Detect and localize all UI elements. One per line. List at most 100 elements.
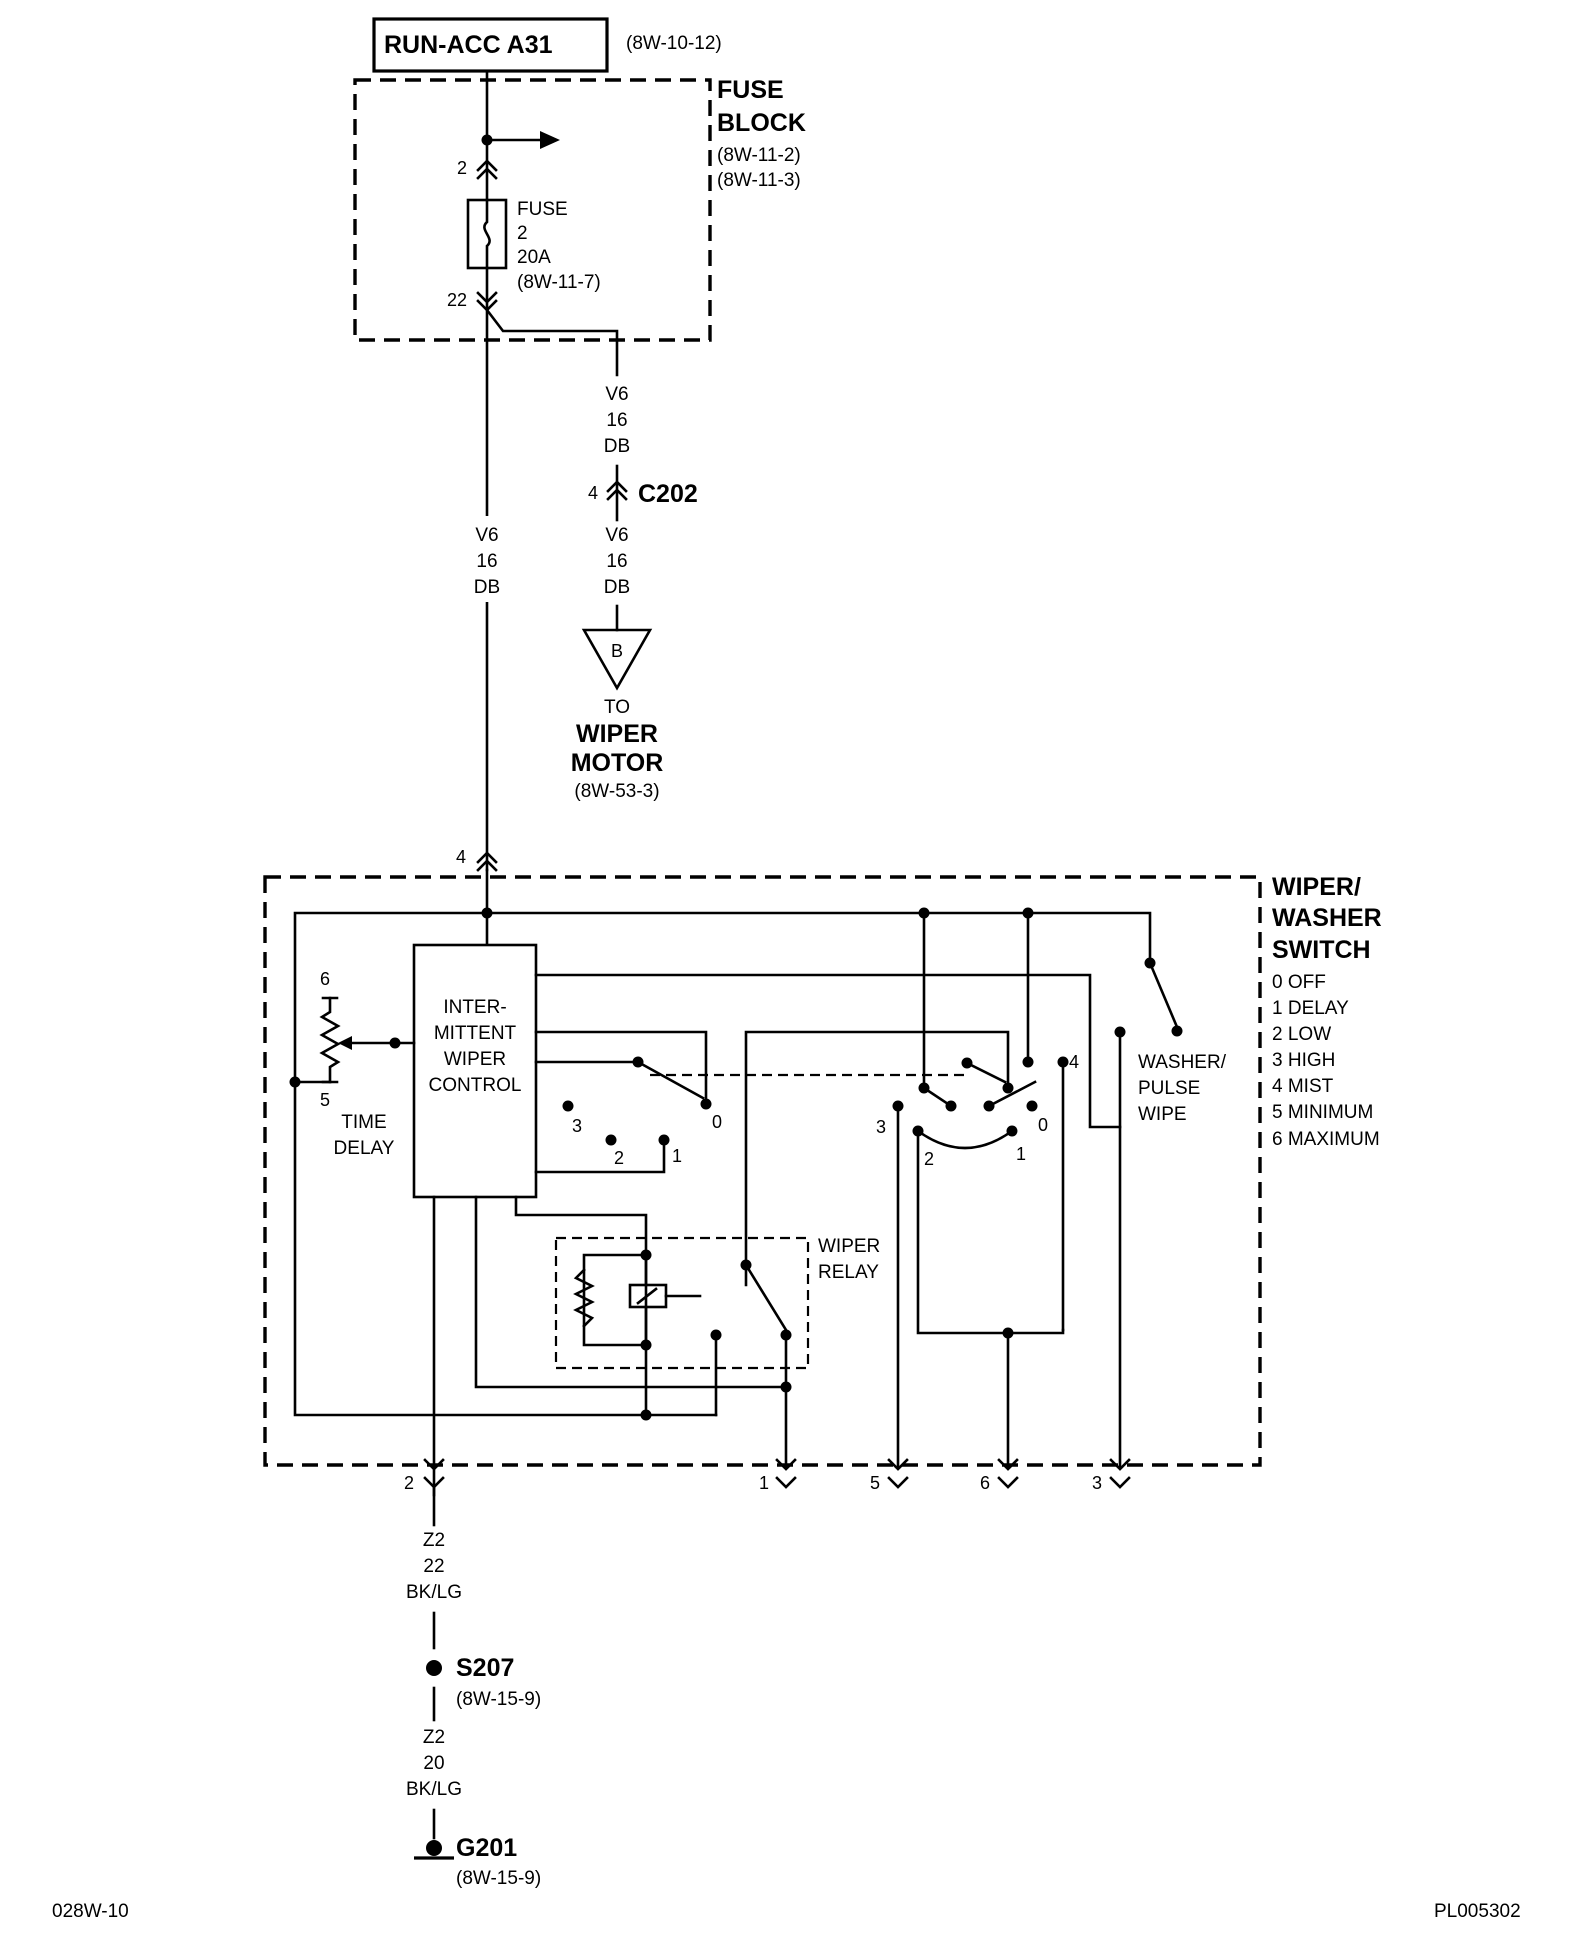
- switch-bottom-pin: 2: [404, 1473, 414, 1493]
- switch-title: WIPER/: [1272, 873, 1361, 901]
- wiper-arrow-icon: [338, 1036, 352, 1050]
- connector-chevron-icon: [1109, 1458, 1131, 1471]
- connector-chevron-icon: [476, 167, 498, 180]
- connector-chevron-icon: [775, 1458, 797, 1471]
- wiper-motor-ref: (8W-53-3): [574, 781, 659, 802]
- pot-label-top: 6: [320, 969, 330, 989]
- fuse-block-ref-2: (8W-11-3): [717, 170, 801, 191]
- fuse-label-1: FUSE: [517, 199, 568, 220]
- resistor-icon: [573, 1268, 595, 1328]
- control-label: MITTENT: [434, 1023, 517, 1044]
- wire-label: V6: [605, 525, 628, 546]
- connector-chevron-icon: [476, 851, 498, 864]
- switch-bottom-pin: 6: [980, 1473, 990, 1493]
- footer-left: 028W-10: [52, 1901, 129, 1922]
- wiper-motor-to: TO: [604, 697, 630, 718]
- washer-label: WASHER/: [1138, 1052, 1227, 1073]
- wire-label: DB: [604, 436, 630, 457]
- fuse-block-outline: [353, 78, 712, 342]
- wire-label: Z2: [423, 1530, 445, 1551]
- c202-pin: 4: [588, 483, 598, 503]
- sel2-pin: 1: [1016, 1144, 1026, 1164]
- switch-position: 6 MAXIMUM: [1272, 1129, 1380, 1150]
- pot-label-bottom: 5: [320, 1090, 330, 1110]
- wiper-motor-arrow-icon: [581, 628, 653, 691]
- connector-chevron-icon: [423, 1458, 445, 1471]
- switch-bottom-pin: 1: [759, 1473, 769, 1493]
- time-delay-label-2: DELAY: [334, 1138, 395, 1159]
- connector-chevron-icon: [476, 859, 498, 872]
- control-label: WIPER: [444, 1049, 506, 1070]
- splice-dot: [426, 1660, 442, 1676]
- sel1-pin: 2: [614, 1148, 624, 1168]
- s207-ref: (8W-15-9): [456, 1689, 541, 1710]
- wire-label: V6: [605, 384, 628, 405]
- washer-label-2: PULSE: [1138, 1078, 1200, 1099]
- wire-label: 16: [606, 410, 627, 431]
- fuse-pin-out: 22: [447, 290, 467, 310]
- wire-label: V6: [475, 525, 498, 546]
- sel2-pin: 2: [924, 1149, 934, 1169]
- wire-label: BK/LG: [406, 1779, 462, 1800]
- switch-title-3: SWITCH: [1272, 936, 1371, 964]
- wiper-motor-name-2: MOTOR: [571, 749, 664, 777]
- switch-position: 5 MINIMUM: [1272, 1102, 1373, 1123]
- connector-chevron-icon: [997, 1476, 1019, 1489]
- fuse-label-4: (8W-11-7): [517, 272, 601, 293]
- connector-chevron-icon: [476, 159, 498, 172]
- wiper-motor-name: WIPER: [576, 720, 658, 748]
- fuse-pin-in: 2: [457, 158, 467, 178]
- connector-chevron-icon: [606, 488, 628, 501]
- switch-position: 1 DELAY: [1272, 998, 1349, 1019]
- wiper-relay-label-2: RELAY: [818, 1262, 879, 1283]
- wiper-motor-tag: B: [611, 641, 623, 661]
- source-ref: (8W-10-12): [626, 33, 722, 54]
- control-label: INTER-: [443, 997, 506, 1018]
- g201-label: G201: [456, 1834, 517, 1862]
- wiper-relay-label: WIPER: [818, 1236, 880, 1257]
- connector-chevron-icon: [476, 291, 498, 304]
- wire-label: DB: [474, 577, 500, 598]
- connector-chevron-icon: [887, 1458, 909, 1471]
- switch-top-pin: 4: [456, 847, 466, 867]
- switch-position: 3 HIGH: [1272, 1050, 1335, 1071]
- arrow-right-icon: [540, 131, 560, 149]
- switch-outline: [263, 875, 1262, 1467]
- wire-label: Z2: [423, 1727, 445, 1748]
- connector-chevron-icon: [606, 480, 628, 493]
- intermittent-wiper-control: [412, 943, 538, 1199]
- connector-chevron-icon: [997, 1458, 1019, 1471]
- wire-label: DB: [604, 577, 630, 598]
- fuse-block-title-2: BLOCK: [717, 109, 806, 137]
- ground-dot: [426, 1840, 442, 1856]
- fuse-block-title: FUSE: [717, 76, 784, 104]
- fuse-element-icon: [483, 198, 491, 270]
- sel1-pin: 3: [572, 1116, 582, 1136]
- switch-position: 2 LOW: [1272, 1024, 1331, 1045]
- switch-title-2: WASHER: [1272, 904, 1382, 932]
- footer-right: PL005302: [1434, 1901, 1521, 1922]
- wire-label: 16: [476, 551, 497, 572]
- time-delay-label: TIME: [341, 1112, 386, 1133]
- switch-contact: [1171, 1025, 1183, 1037]
- potentiometer-icon: [319, 996, 341, 1084]
- switch-bottom-pin: 3: [1092, 1473, 1102, 1493]
- source-label: RUN-ACC A31: [384, 31, 553, 59]
- switch-position: 0 OFF: [1272, 972, 1326, 993]
- connector-chevron-icon: [775, 1476, 797, 1489]
- source-box: [372, 17, 609, 73]
- sel2-pin: 0: [1038, 1115, 1048, 1135]
- junction-dot: [289, 1076, 301, 1088]
- s207-label: S207: [456, 1654, 514, 1682]
- wire-label: 20: [423, 1753, 444, 1774]
- fuse-label-2: 2: [517, 223, 528, 244]
- switch-position: 4 MIST: [1272, 1076, 1334, 1097]
- washer-label-3: WIPE: [1138, 1104, 1187, 1125]
- wire-label: 16: [606, 551, 627, 572]
- wire-label: 22: [423, 1556, 444, 1577]
- sel1-pin: 1: [672, 1146, 682, 1166]
- sel2-pin: 4: [1069, 1052, 1079, 1072]
- sel2-pin: 3: [876, 1117, 886, 1137]
- fuse-label-3: 20A: [517, 247, 551, 268]
